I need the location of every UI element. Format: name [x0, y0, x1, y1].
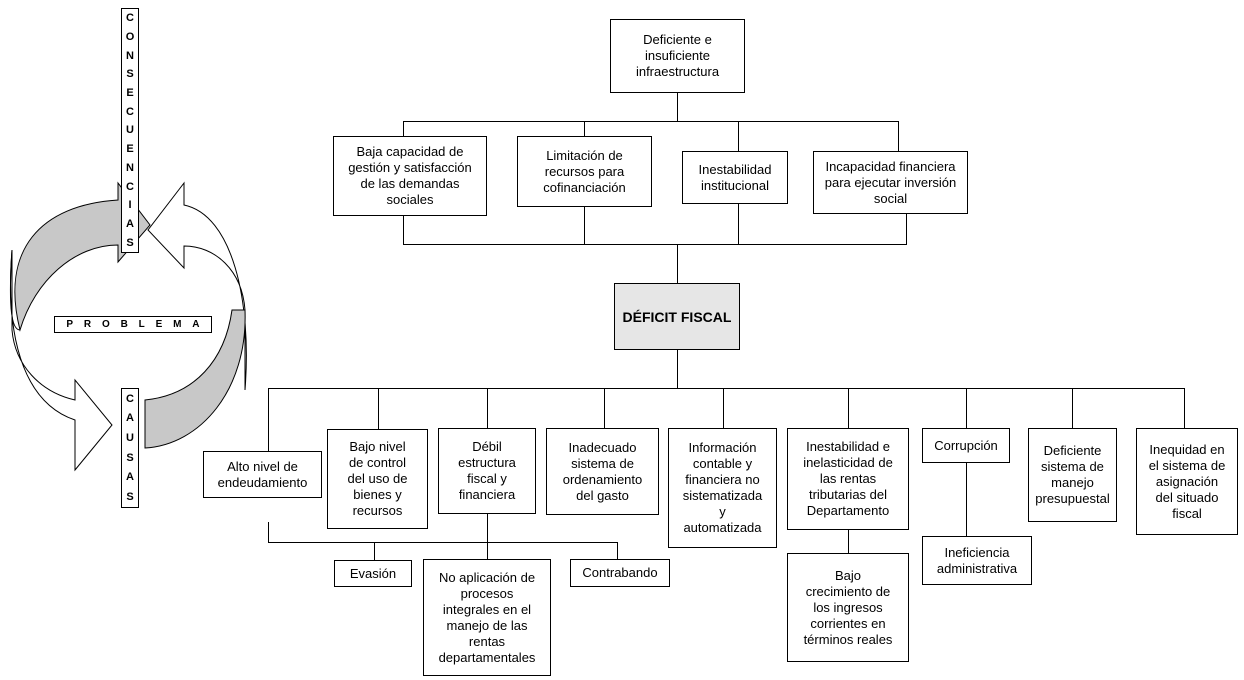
- consecuencias-letter: E: [126, 143, 134, 156]
- consecuencias-letter: I: [128, 199, 132, 212]
- causas-letter: S: [126, 451, 134, 464]
- consequence-top-box: Deficiente e insuficiente infraestructur…: [610, 19, 745, 93]
- cause-box: Corrupción: [922, 428, 1010, 463]
- consecuencias-letter: N: [126, 49, 134, 62]
- consecuencias-letter: A: [126, 217, 134, 230]
- problema-letter: O: [101, 319, 110, 330]
- causas-letter: A: [126, 471, 134, 484]
- cause-box: Inequidad en el sistema de asignación de…: [1136, 428, 1238, 535]
- causas-letter: U: [126, 432, 134, 445]
- problema-letter: L: [138, 319, 145, 330]
- consecuencias-letter: C: [126, 180, 134, 193]
- consecuencias-letter: S: [126, 68, 134, 81]
- upward-cycle-arrow: [14, 181, 151, 332]
- subcause-ineficiencia-box: Ineficiencia administrativa: [922, 536, 1032, 585]
- consecuencias-letter: O: [125, 31, 135, 44]
- cycle-arrows-graphic: [9, 181, 247, 472]
- problema-letter: B: [120, 319, 128, 330]
- problema-letter: E: [155, 319, 163, 330]
- consecuencias-letter: E: [126, 87, 134, 100]
- subcause-procesos-box: No aplicación de procesos integrales en …: [423, 559, 551, 676]
- consequence-box: Inestabilidad institucional: [682, 151, 788, 204]
- cause-box: Inestabilidad e inelasticidad de las ren…: [787, 428, 909, 530]
- causas-letter: C: [126, 392, 134, 405]
- consequence-box: Baja capacidad de gestión y satisfacción…: [333, 136, 487, 216]
- problema-letter: R: [83, 319, 92, 330]
- consecuencias-letter: C: [126, 105, 134, 118]
- consecuencias-letter: N: [126, 161, 134, 174]
- consecuencias-letter: U: [126, 124, 134, 137]
- consequence-box: Limitación de recursos para cofinanciaci…: [517, 136, 652, 207]
- upper-arrowhead: [147, 181, 247, 391]
- problem-center-box: DÉFICIT FISCAL: [614, 283, 740, 350]
- cause-box: Alto nivel de endeudamiento: [203, 451, 322, 498]
- subcause-contrabando-box: Contrabando: [570, 559, 670, 587]
- cause-box: Deficiente sistema de manejo presupuesta…: [1028, 428, 1117, 522]
- problema-letter: A: [192, 319, 200, 330]
- causas-letter: A: [126, 412, 134, 425]
- cause-box: Inadecuado sistema de ordenamiento del g…: [546, 428, 659, 515]
- cause-box: Débil estructura fiscal y financiera: [438, 428, 536, 514]
- subcause-evasion-box: Evasión: [334, 560, 412, 587]
- cause-box: Bajo nivel de control del uso de bienes …: [327, 429, 428, 529]
- consequence-box: Incapacidad financiera para ejecutar inv…: [813, 151, 968, 214]
- subcause-ingresos-box: Bajo crecimiento de los ingresos corrien…: [787, 553, 909, 662]
- consecuencias-letter: S: [126, 236, 134, 249]
- cause-box: Información contable y financiera no sis…: [668, 428, 777, 548]
- downward-cycle-arrow: [144, 309, 246, 449]
- causas-letter: S: [126, 491, 134, 504]
- consecuencias-letter: C: [126, 12, 134, 25]
- problema-letter: M: [173, 319, 182, 330]
- problema-letter: P: [66, 319, 74, 330]
